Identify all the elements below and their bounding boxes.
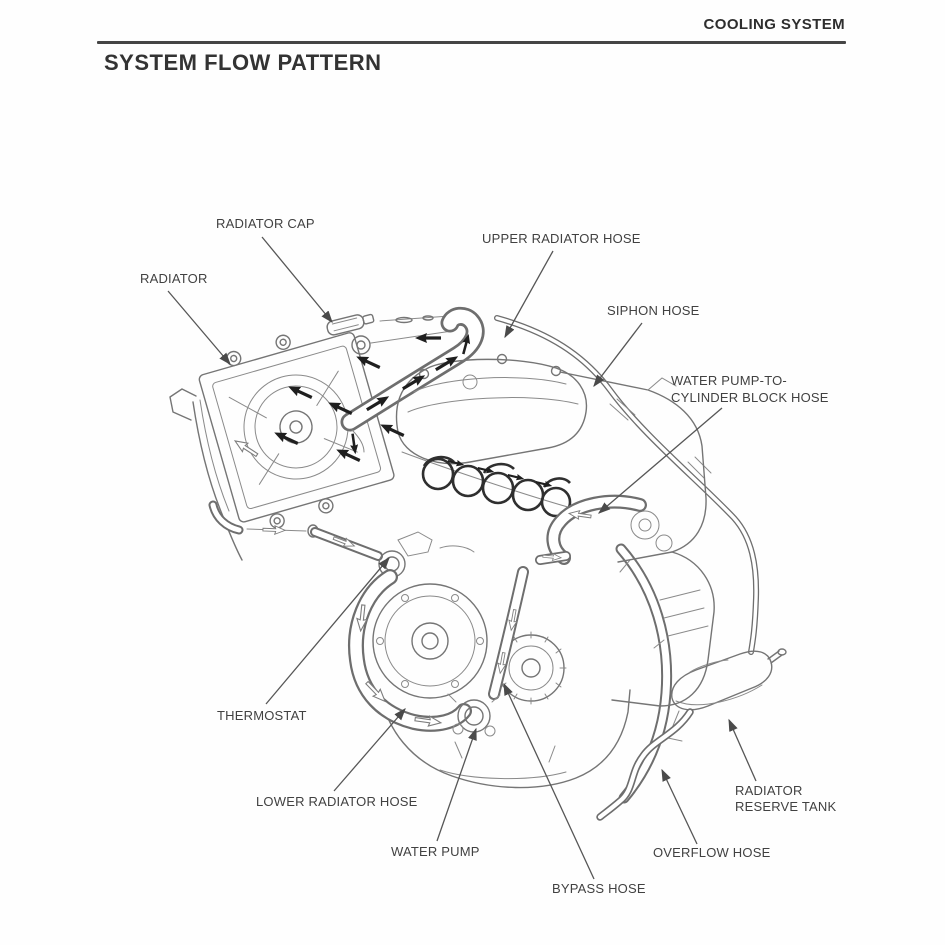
leader-radiator-cap bbox=[261, 236, 333, 324]
siphon-hose-drawing bbox=[494, 315, 760, 655]
leader-thermostat bbox=[265, 557, 390, 705]
label-siphon-hose: SIPHON HOSE bbox=[607, 303, 700, 318]
water-pump-drawing bbox=[447, 693, 501, 737]
frame-tube-drawing bbox=[615, 543, 673, 804]
radiator-cap-drawing bbox=[326, 313, 453, 355]
leader-siphon-hose bbox=[593, 322, 643, 388]
label-water-pump-to-cylinder-block-hose-line1: WATER PUMP-TO- bbox=[671, 373, 787, 388]
lower-radiator-hose-drawing bbox=[348, 569, 472, 732]
bypass-hose-drawing bbox=[488, 551, 571, 700]
water-pump-to-cylinder-block-hose-drawing bbox=[546, 494, 647, 565]
leader-overflow-hose bbox=[661, 768, 698, 845]
leader-upper-radiator-hose bbox=[504, 250, 554, 339]
label-radiator: RADIATOR bbox=[140, 271, 208, 286]
label-radiator-reserve-tank-line2: RESERVE TANK bbox=[735, 799, 837, 814]
label-overflow-hose: OVERFLOW HOSE bbox=[653, 845, 771, 860]
overflow-hose-drawing bbox=[596, 708, 694, 821]
page-header: COOLING SYSTEM bbox=[703, 16, 845, 33]
label-lower-radiator-hose: LOWER RADIATOR HOSE bbox=[256, 794, 418, 809]
upper-radiator-hose-drawing bbox=[340, 306, 485, 453]
leader-radiator-reserve-tank bbox=[728, 718, 757, 782]
leader-bypass-hose bbox=[503, 682, 595, 880]
label-bypass-hose: BYPASS HOSE bbox=[552, 881, 646, 896]
leader-radiator bbox=[167, 290, 231, 365]
label-upper-radiator-hose: UPPER RADIATOR HOSE bbox=[482, 231, 641, 246]
leader-lower-radiator-hose bbox=[333, 708, 406, 792]
page-title: SYSTEM FLOW PATTERN bbox=[104, 50, 382, 75]
reserve-tank-drawing bbox=[667, 648, 787, 742]
part-labels: RADIATOR CAP UPPER RADIATOR HOSE RADIATO… bbox=[140, 216, 837, 896]
leader-water-pump bbox=[436, 727, 477, 842]
leader-water-pump-to-cylinder-block-hose bbox=[598, 407, 723, 514]
label-water-pump: WATER PUMP bbox=[391, 844, 480, 859]
label-radiator-reserve-tank-line1: RADIATOR bbox=[735, 783, 803, 798]
leader-lines bbox=[167, 236, 757, 880]
header-rule bbox=[97, 41, 846, 44]
label-thermostat: THERMOSTAT bbox=[217, 708, 307, 723]
label-radiator-cap: RADIATOR CAP bbox=[216, 216, 315, 231]
label-water-pump-to-cylinder-block-hose-line2: CYLINDER BLOCK HOSE bbox=[671, 390, 829, 405]
